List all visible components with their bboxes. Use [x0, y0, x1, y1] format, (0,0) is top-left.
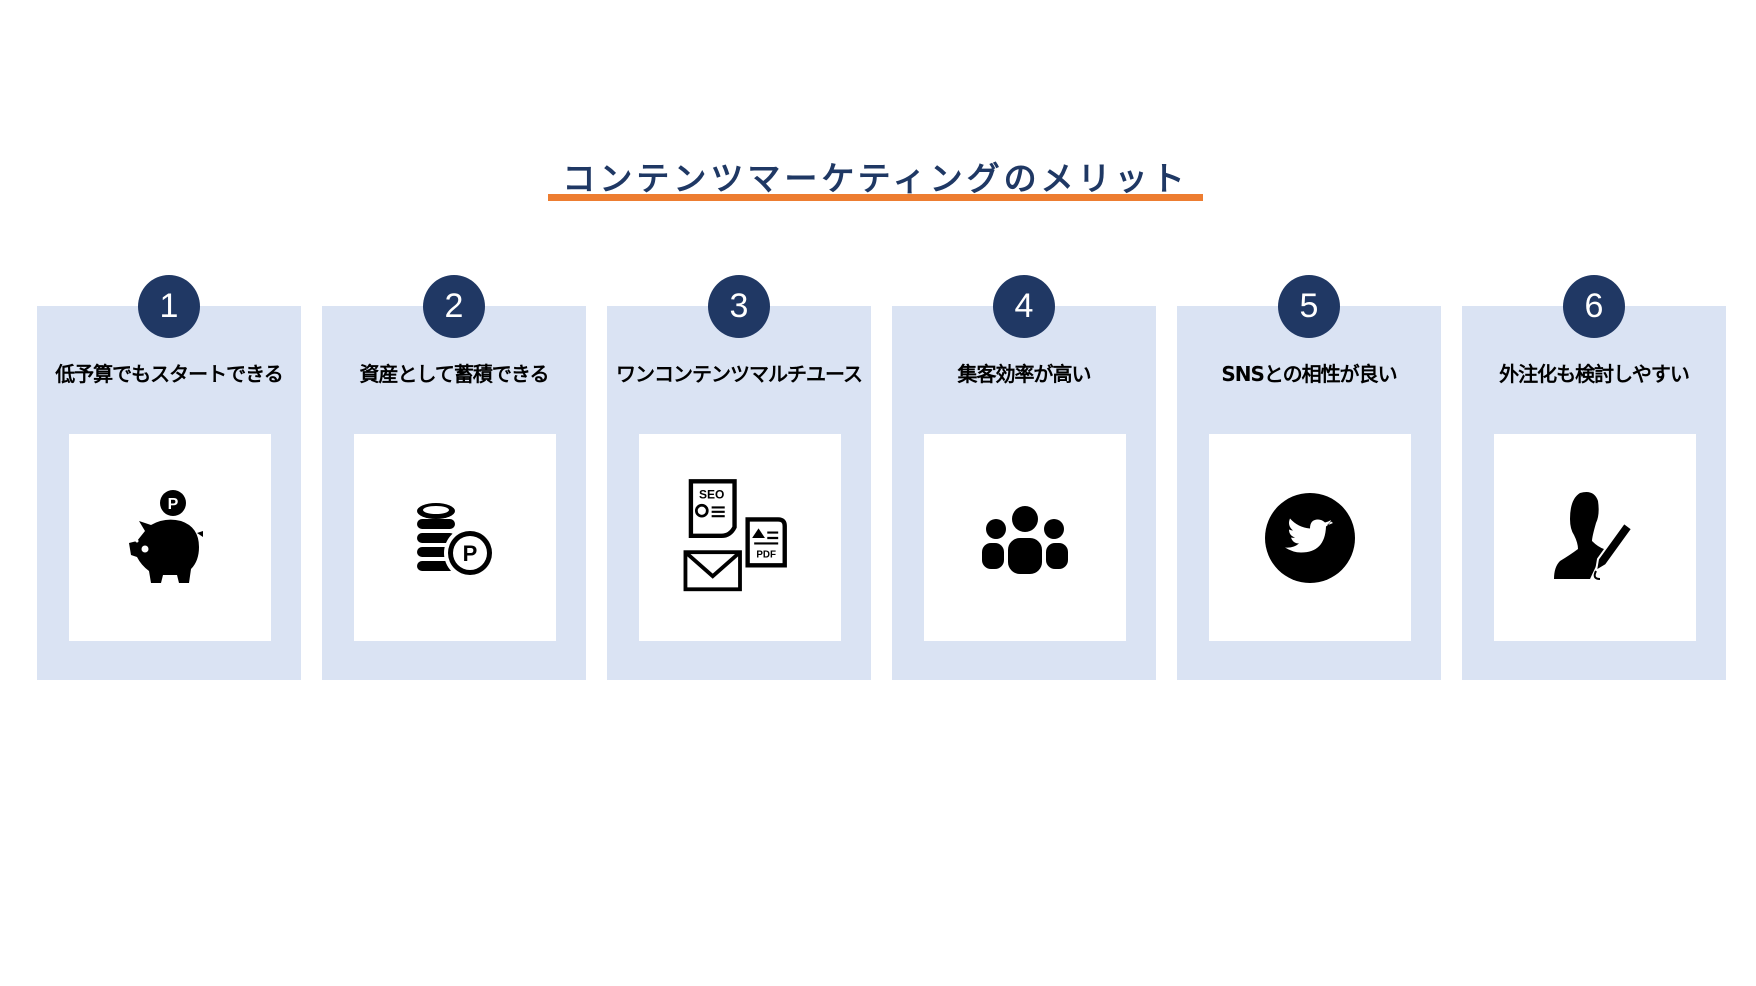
icon-box: P	[354, 434, 556, 641]
page-title: コンテンツマーケティングのメリット	[562, 159, 1189, 198]
icon-box	[1209, 434, 1411, 641]
step-number: 1	[138, 275, 200, 338]
icon-box: SEO PDF	[639, 434, 841, 641]
svg-text:P: P	[168, 496, 179, 513]
step-number: 4	[993, 275, 1055, 338]
step-number: 6	[1563, 275, 1625, 338]
people-group-icon	[982, 505, 1068, 576]
card-label: 資産として蓄積できる	[359, 362, 550, 386]
title-underline	[548, 194, 1203, 201]
merit-card-4: 4 集客効率が高い	[892, 275, 1156, 680]
merit-card-5: 5 SNSとの相性が良い	[1177, 275, 1441, 680]
coins-icon: P	[417, 502, 496, 579]
multi-content-icon: SEO PDF	[683, 478, 787, 591]
twitter-icon	[1265, 492, 1355, 583]
merit-card-1: 1 低予算でもスタートできる P	[37, 275, 301, 680]
icon-box	[924, 434, 1126, 641]
step-number: 3	[708, 275, 770, 338]
svg-text:PDF: PDF	[756, 549, 776, 560]
icon-box: P	[69, 434, 271, 641]
writer-icon	[1554, 491, 1634, 580]
piggy-bank-icon: P	[129, 489, 203, 583]
card-label: SNSとの相性が良い	[1221, 362, 1397, 386]
svg-text:P: P	[463, 541, 478, 566]
step-number: 2	[423, 275, 485, 338]
card-label: 集客効率が高い	[957, 362, 1092, 386]
svg-text:SEO: SEO	[699, 487, 724, 501]
merit-card-6: 6 外注化も検討しやすい	[1462, 275, 1726, 680]
merit-card-3: 3 ワンコンテンツマルチユース SEO PDF	[607, 275, 871, 680]
merit-card-2: 2 資産として蓄積できる P	[322, 275, 586, 680]
card-label: 外注化も検討しやすい	[1499, 362, 1690, 386]
card-label: ワンコンテンツマルチユース	[616, 362, 863, 386]
step-number: 5	[1278, 275, 1340, 338]
icon-box	[1494, 434, 1696, 641]
card-label: 低予算でもスタートできる	[55, 362, 284, 386]
